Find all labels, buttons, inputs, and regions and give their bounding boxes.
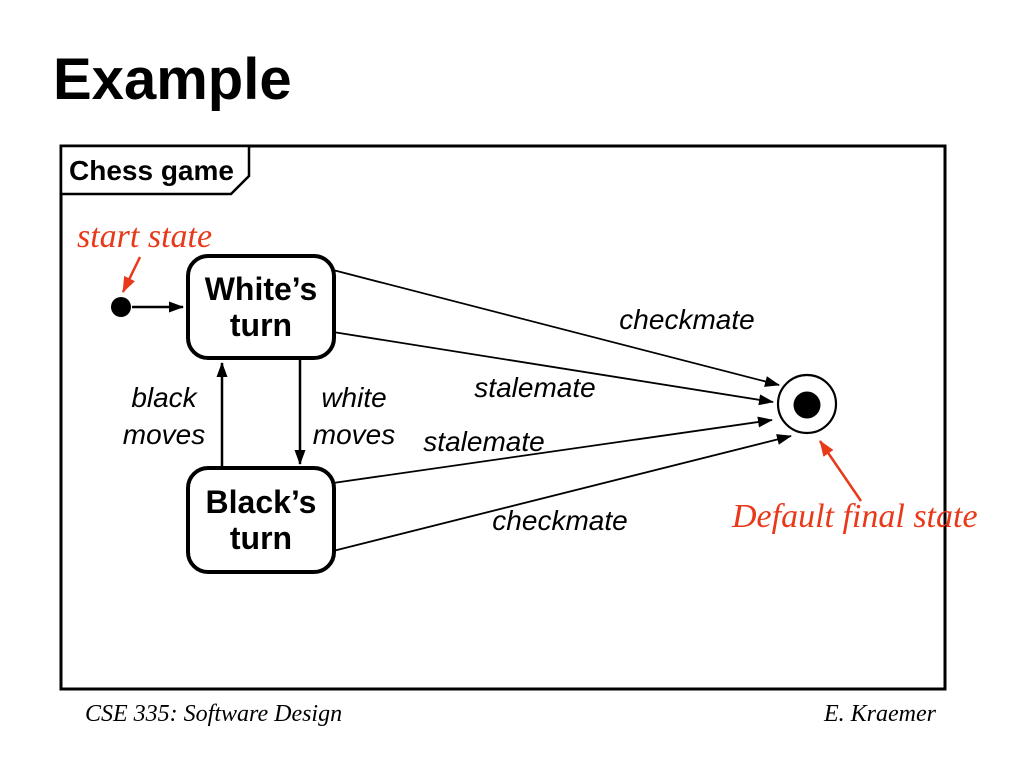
start-state-annotation: start state	[77, 218, 213, 255]
whites-turn-state-box	[186, 254, 336, 360]
frame-name-label: Chess game	[69, 155, 234, 186]
frame-tab	[59, 144, 251, 196]
blacks-turn-state-box	[186, 466, 336, 574]
initial-state-dot	[111, 297, 131, 317]
blacks-turn-state-label: Black’s turn	[205, 484, 317, 556]
footer-author-label: E. Kraemer	[824, 701, 936, 727]
slide-title: Example	[53, 47, 292, 112]
transition-whites-checkmate-line	[332, 269, 780, 387]
whites-turn-state-label: White’s turn	[204, 271, 318, 343]
footer-course-label: CSE 335: Software Design	[85, 701, 343, 727]
transition-label-whites-checkmate: checkmate	[619, 304, 755, 335]
frame-border	[59, 144, 947, 691]
final-state-inner-dot	[793, 391, 821, 419]
transition-blacks-stalemate-line	[332, 416, 773, 484]
transition-label-white-moves: white moves	[312, 382, 396, 450]
default-final-state-annotation: Default final state	[732, 498, 978, 535]
transition-label-whites-stalemate: stalemate	[474, 372, 596, 403]
final-state-annotation-arrow	[818, 440, 863, 502]
transition-whites-stalemate-line	[332, 331, 774, 406]
transition-blacks-checkmate-line	[332, 434, 792, 552]
transition-label-blacks-stalemate: stalemate	[423, 426, 545, 457]
transition-label-blacks-checkmate: checkmate	[492, 505, 628, 536]
start-state-annotation-arrow	[121, 256, 142, 293]
transition-label-black-moves: black moves	[122, 382, 206, 450]
